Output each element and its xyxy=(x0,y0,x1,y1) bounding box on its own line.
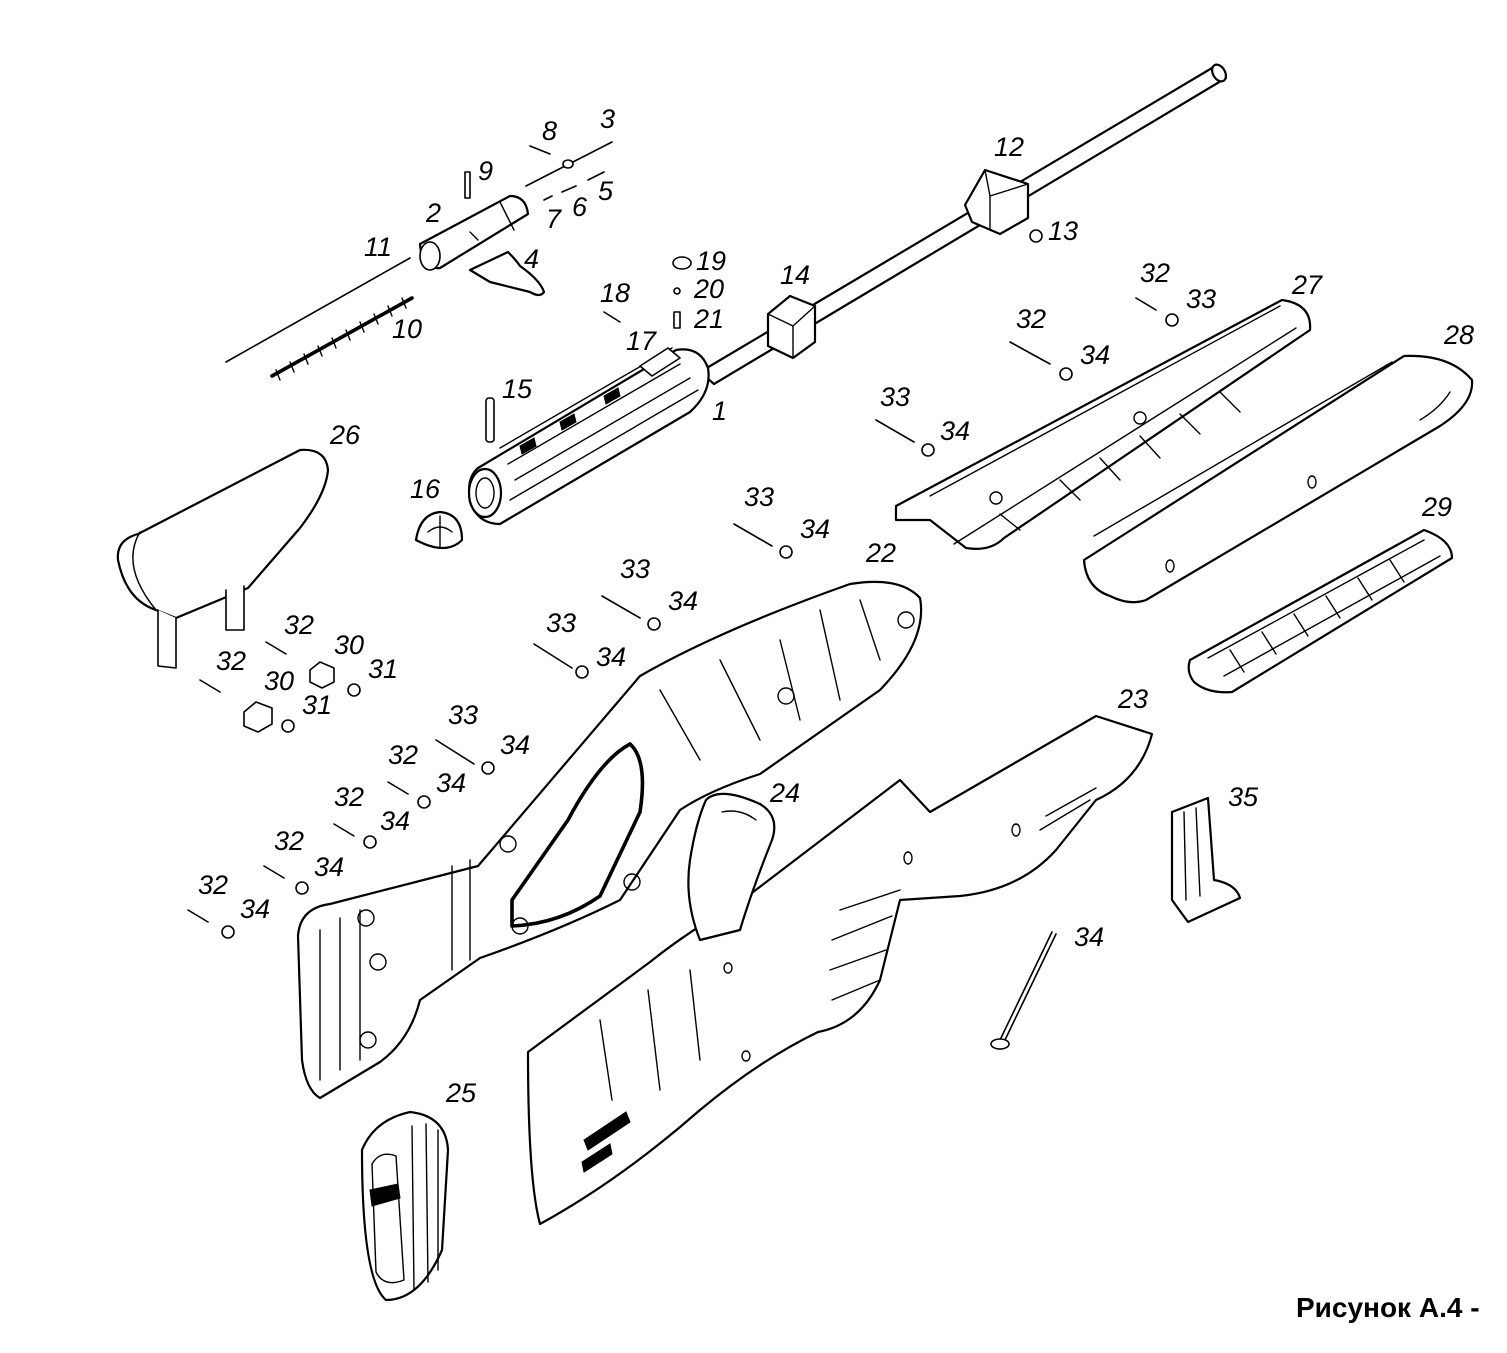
handguard-27 xyxy=(894,298,1312,550)
callout-label: 22 xyxy=(865,538,896,568)
rod-11 xyxy=(225,257,411,363)
callout-label: 34 xyxy=(380,806,410,836)
callout-label: 13 xyxy=(1048,216,1078,246)
callout-label: 18 xyxy=(600,278,630,308)
barrel xyxy=(698,63,1228,386)
swivel-30-b xyxy=(243,701,273,733)
callout-label: 33 xyxy=(1186,284,1216,314)
cheek-rest-26 xyxy=(116,448,330,669)
callout-label: 29 xyxy=(1421,492,1452,522)
callout-label: 26 xyxy=(329,420,361,450)
receiver xyxy=(467,347,710,526)
callout-label: 34 xyxy=(500,730,530,760)
forend-28 xyxy=(1082,354,1474,604)
callout-label: 33 xyxy=(546,608,576,638)
pin-8 xyxy=(529,145,551,155)
nut-31-a xyxy=(347,683,361,697)
callout-labels: 1 2 3 4 5 6 7 8 9 10 11 12 13 14 15 16 1… xyxy=(198,104,1474,1108)
callout-label: 27 xyxy=(1291,270,1323,300)
callout-label: 33 xyxy=(744,482,774,512)
pin-15 xyxy=(485,397,495,443)
callout-label: 15 xyxy=(502,374,533,404)
callout-label: 34 xyxy=(596,642,626,672)
callout-label: 16 xyxy=(410,474,441,504)
bolt-2 xyxy=(418,194,530,271)
long-bolt-35 xyxy=(990,931,1057,1050)
callout-label: 34 xyxy=(240,894,270,924)
callout-label: 33 xyxy=(880,382,910,412)
callout-label: 12 xyxy=(994,132,1024,162)
callout-label: 30 xyxy=(334,630,364,660)
callout-label: 24 xyxy=(769,778,800,808)
callout-label: 10 xyxy=(392,314,422,344)
callout-label: 32 xyxy=(388,740,418,770)
knob-16 xyxy=(414,510,464,550)
pin-9 xyxy=(464,171,471,199)
nut-31-b xyxy=(281,719,295,733)
grip-insert-24 xyxy=(687,792,776,942)
callout-label: 32 xyxy=(334,782,364,812)
pins-5-6-7 xyxy=(543,171,605,201)
callout-label: 1 xyxy=(712,396,727,426)
callout-label: 7 xyxy=(546,204,562,234)
rod-3 xyxy=(525,141,613,187)
callout-label: 19 xyxy=(696,246,726,276)
callout-label: 20 xyxy=(693,274,724,304)
barrel-band xyxy=(766,294,817,360)
callout-label: 31 xyxy=(368,654,398,684)
callout-label: 34 xyxy=(668,586,698,616)
stock-half-22 xyxy=(296,580,923,1100)
callout-label: 8 xyxy=(542,116,557,146)
screw-19-20-21 xyxy=(672,256,692,329)
callout-label: 2 xyxy=(425,198,441,228)
callout-label: 21 xyxy=(693,304,724,334)
callout-label: 34 xyxy=(1080,340,1110,370)
callout-label: 33 xyxy=(448,700,478,730)
callout-label: 25 xyxy=(445,1078,477,1108)
callout-label: 34 xyxy=(940,416,970,446)
callout-label: 3 xyxy=(600,104,615,134)
callout-label: 6 xyxy=(572,192,588,222)
callout-label: 11 xyxy=(364,232,392,262)
callout-label: 9 xyxy=(478,156,493,186)
callout-label: 4 xyxy=(524,244,539,274)
lever-4 xyxy=(468,250,546,297)
screw-13 xyxy=(1029,229,1043,243)
callout-label: 5 xyxy=(598,176,614,206)
callout-label: 14 xyxy=(780,260,810,290)
callout-label: 28 xyxy=(1443,320,1474,350)
callout-label: 33 xyxy=(620,554,650,584)
callout-label: 34 xyxy=(800,514,830,544)
rail-insert-29 xyxy=(1187,528,1454,694)
callout-label: 32 xyxy=(1140,258,1170,288)
callout-label: 34 xyxy=(314,852,344,882)
callout-label: 34 xyxy=(1074,922,1104,952)
callout-label: 17 xyxy=(626,326,657,356)
front-sight-block xyxy=(963,168,1030,236)
stock-half-23 xyxy=(526,714,1154,1226)
spring-10 xyxy=(270,296,414,381)
nuts-34 xyxy=(221,313,1179,939)
callout-label: 32 xyxy=(216,646,246,676)
swivel-30-a xyxy=(309,661,335,689)
callout-label: 32 xyxy=(284,610,314,640)
callout-label: 23 xyxy=(1117,684,1148,714)
callout-label: 32 xyxy=(274,826,304,856)
magazine-36 xyxy=(1170,796,1242,924)
callout-label: 30 xyxy=(264,666,294,696)
callout-label: 31 xyxy=(302,690,332,720)
callout-label: 32 xyxy=(198,870,228,900)
callout-label: 35 xyxy=(1228,782,1259,812)
screws-32 xyxy=(187,297,1157,923)
figure-caption: Рисунок А.4 - xyxy=(1296,1292,1480,1323)
pin-18 xyxy=(603,311,621,323)
butt-pad-25 xyxy=(360,1110,450,1302)
callout-label: 34 xyxy=(436,768,466,798)
callout-label: 32 xyxy=(1016,304,1046,334)
screws-33 xyxy=(435,341,1051,765)
